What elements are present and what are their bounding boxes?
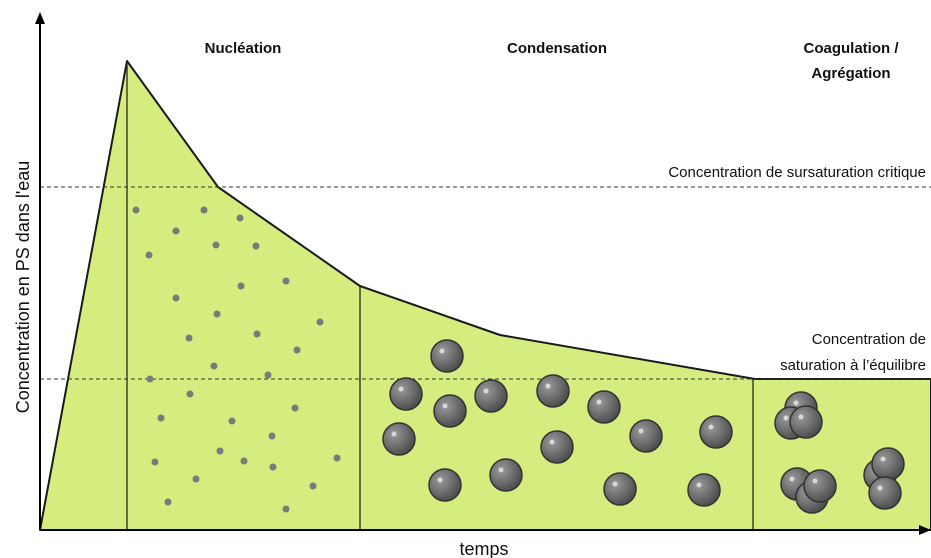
particle-sphere	[474, 379, 508, 413]
particle-sphere	[603, 472, 637, 506]
x-axis-label: temps	[459, 539, 508, 558]
particles-group	[382, 339, 905, 514]
nucleus-dot	[316, 318, 324, 326]
nucleus-dot	[252, 242, 260, 250]
nucleus-dot	[210, 362, 218, 370]
nucleus-dot	[282, 277, 290, 285]
particle-sphere	[629, 419, 663, 453]
nucleus-dot	[192, 475, 200, 483]
particle-sphere	[687, 473, 721, 507]
nucleus-dot	[293, 346, 301, 354]
nucleus-dot	[282, 505, 290, 513]
critical-supersaturation-label: Concentration de sursaturation critique	[668, 164, 926, 181]
particle-sphere	[428, 468, 462, 502]
x-axis-arrow-icon	[919, 525, 931, 535]
particle-sphere	[382, 422, 416, 456]
nucleus-dot	[333, 454, 341, 462]
nucleus-dot	[132, 206, 140, 214]
nucleus-dot	[151, 458, 159, 466]
phase-label-aggregation: Agrégation	[811, 65, 890, 82]
nucleus-dot	[145, 251, 153, 259]
nucleus-dot	[157, 414, 165, 422]
nucleus-dot	[264, 371, 272, 379]
nucleus-dot	[253, 330, 261, 338]
nucleus-dot	[213, 310, 221, 318]
nucleus-dot	[228, 417, 236, 425]
phase-label-nucleation: Nucléation	[205, 40, 282, 57]
particle-sphere	[540, 430, 574, 464]
particle-sphere	[536, 374, 570, 408]
equilibrium-saturation-label-1: Concentration de	[812, 331, 926, 348]
particle-sphere	[868, 476, 902, 510]
y-axis-arrow-icon	[35, 12, 45, 24]
nucleus-dot	[291, 404, 299, 412]
y-axis-label: Concentration en PS dans l'eau	[13, 161, 33, 414]
nucleus-dot	[216, 447, 224, 455]
nuclei-group	[132, 206, 341, 513]
equilibrium-saturation-label-2: saturation à l’équilibre	[780, 357, 926, 374]
particle-sphere	[789, 405, 823, 439]
particle-sphere	[699, 415, 733, 449]
nucleus-dot	[172, 227, 180, 235]
nucleus-dot	[186, 390, 194, 398]
nucleus-dot	[146, 375, 154, 383]
particle-sphere	[430, 339, 464, 373]
nucleus-dot	[212, 241, 220, 249]
particle-sphere	[489, 458, 523, 492]
nucleus-dot	[185, 334, 193, 342]
nucleus-dot	[236, 214, 244, 222]
particle-sphere	[389, 377, 423, 411]
phase-label-coagulation: Coagulation /	[804, 40, 900, 57]
nucleus-dot	[240, 457, 248, 465]
nucleus-dot	[268, 432, 276, 440]
nucleus-dot	[309, 482, 317, 490]
concentration-area	[39, 60, 931, 531]
particle-sphere	[433, 394, 467, 428]
particle-sphere	[803, 469, 837, 503]
particle-sphere	[587, 390, 621, 424]
phase-label-condensation: Condensation	[507, 40, 607, 57]
nucleus-dot	[164, 498, 172, 506]
particle-sphere	[871, 447, 905, 481]
nucleus-dot	[269, 463, 277, 471]
nucleus-dot	[237, 282, 245, 290]
nucleus-dot	[200, 206, 208, 214]
nucleus-dot	[172, 294, 180, 302]
